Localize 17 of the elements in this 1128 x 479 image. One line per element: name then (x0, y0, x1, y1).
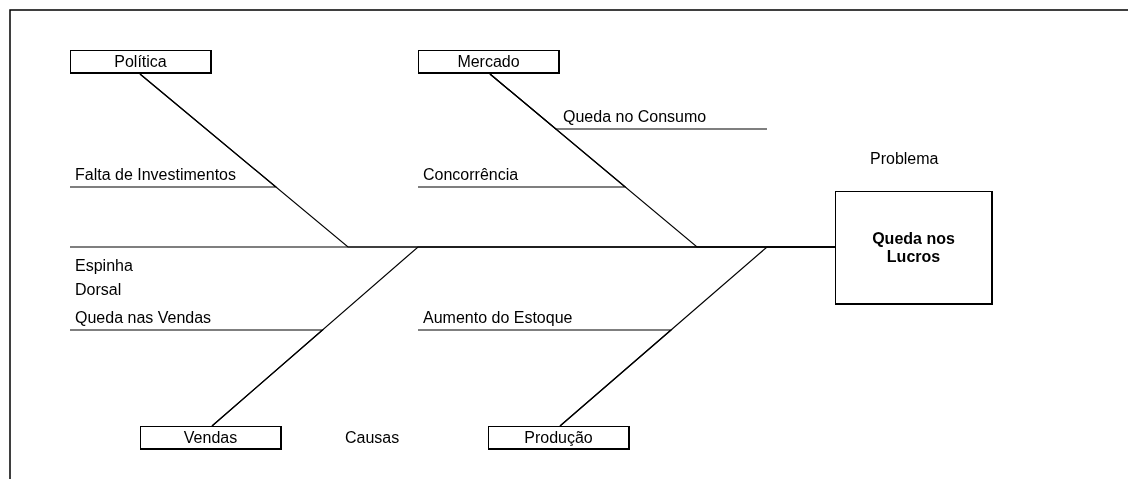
cause-label: Concorrência (423, 165, 519, 185)
category-box: Mercado (418, 50, 560, 74)
cause-label: Falta de Investimentos (75, 165, 236, 185)
problem-box: Queda nos Lucros (835, 191, 993, 305)
note-label: Causas (345, 428, 400, 448)
cause-label: Aumento do Estoque (423, 308, 573, 328)
bone-line (69, 73, 278, 188)
bone-line (69, 329, 325, 427)
cause-label: Queda no Consumo (563, 107, 707, 127)
bone-line (417, 329, 673, 427)
category-box: Produção (488, 426, 630, 450)
heading-label: Problema (870, 149, 939, 169)
bone-line (417, 73, 627, 188)
cause-label: Queda nas Vendas (75, 308, 212, 328)
note-label: Espinha Dorsal (75, 256, 134, 300)
category-box: Vendas (140, 426, 282, 450)
category-box: Política (70, 50, 212, 74)
